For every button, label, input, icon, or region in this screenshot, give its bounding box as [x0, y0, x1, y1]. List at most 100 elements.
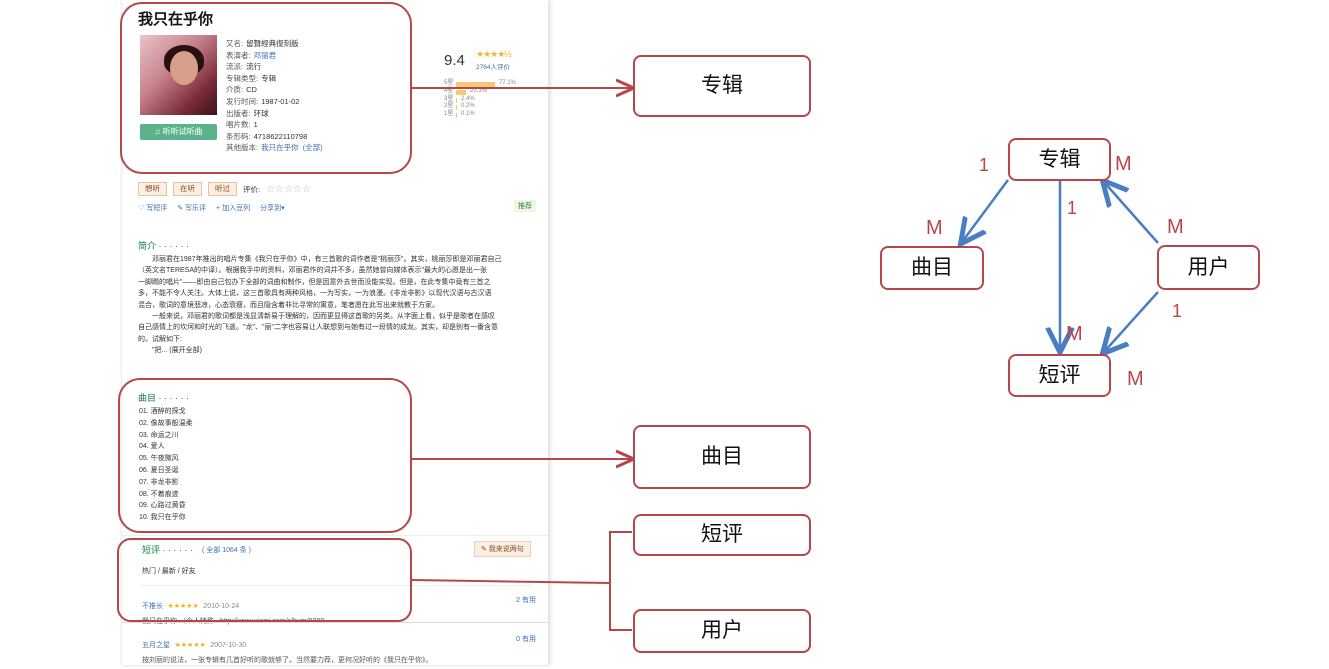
- rating-row-label: 2星: [444, 103, 454, 110]
- listen-button[interactable]: ♫ 听听试听曲: [140, 124, 217, 140]
- cardinality-label: M: [1127, 368, 1144, 390]
- intro-text: 邓丽君在1987年推出的唱片专集《我只在乎你》中，有三首歌的词作者是"桃丽莎"。…: [138, 254, 538, 357]
- intro-line: 一脚踢的唱片"——即由自己包办下全部的词曲和制作，但是因意外去世而没能实现。但是…: [138, 278, 491, 286]
- intro-line: 多，不能不令人关注。大体上说，这三首歌具有两种风格，一为写实，一为浪漫。《非龙非…: [138, 290, 492, 298]
- info-value: 留聲經典復刻版: [246, 39, 299, 48]
- info-key: 表演者:: [226, 50, 251, 60]
- cardinality-label: 1: [1067, 198, 1078, 218]
- rating-bar: [456, 105, 457, 111]
- album-title: 我只在乎你: [138, 11, 214, 28]
- album-page-screenshot: 我只在乎你 ♫ 听听试听曲 又名:留聲經典復刻版表演者:邓丽君流派:流行专辑类型…: [122, 0, 548, 665]
- divider: [122, 535, 548, 536]
- share-link[interactable]: 分享到▾: [260, 205, 285, 212]
- link-row: ♡ 写短评 ✎ 写乐评 + 加入豆列 分享到▾: [138, 203, 285, 213]
- short-count[interactable]: ( 全部 1064 条 ): [202, 547, 252, 554]
- track-item: 02. 像故事般温柔: [139, 419, 193, 427]
- info-extra-link[interactable]: (全部): [302, 143, 323, 153]
- rating-votes[interactable]: 2764人评价: [476, 64, 510, 71]
- rating-bar: [456, 97, 457, 103]
- user-to-album-arrow: [1104, 182, 1159, 244]
- info-key: 又名:: [226, 39, 244, 48]
- rating-bar: [456, 89, 466, 95]
- comment-date: 2007-10-30: [210, 642, 247, 649]
- info-row: 表演者:邓丽君: [226, 50, 323, 62]
- info-value: 环球: [253, 108, 269, 118]
- info-key: 介质:: [226, 85, 244, 95]
- comment-stars: ★★★★★: [167, 603, 199, 610]
- info-row: 又名:留聲經典復刻版: [226, 38, 323, 50]
- er-short-box: 短评: [1008, 354, 1111, 397]
- info-value: 专辑: [261, 73, 277, 83]
- info-value[interactable]: 邓丽君: [253, 50, 277, 60]
- info-row: 其他版本:我只在乎你(全部): [226, 142, 323, 154]
- info-value: CD: [246, 85, 257, 95]
- cardinality-label: 1: [979, 155, 990, 175]
- comment-useful[interactable]: 2 有用: [516, 597, 536, 604]
- rating-pct: 2.4%: [461, 95, 475, 102]
- rating-bar: [456, 82, 495, 87]
- rating-row-label: 1星: [444, 111, 454, 118]
- info-key: 发行时间:: [226, 96, 259, 106]
- info-value: 1: [253, 120, 258, 130]
- comment-user[interactable]: 不推长: [142, 603, 163, 610]
- info-value: 1987-01-02: [261, 96, 300, 106]
- track-item: 10. 我只在乎你: [139, 514, 186, 522]
- info-value: 4718622110798: [253, 131, 308, 141]
- album-highlight: [120, 2, 412, 174]
- want-listen-button[interactable]: 想听: [138, 182, 167, 196]
- comment-stars: ★★★★★: [174, 642, 206, 649]
- rating-row-label: 3星: [444, 95, 454, 102]
- short-title: 短评 · · · · · ·: [142, 545, 193, 555]
- rating-pct: 0.2%: [461, 103, 475, 110]
- rating-row-label: 4星: [444, 87, 454, 94]
- info-key: 其他版本:: [226, 143, 259, 153]
- rating-pct: 0.1%: [461, 111, 475, 118]
- short-tabs[interactable]: 热门 / 最新 / 好友: [142, 568, 196, 575]
- info-row: 介质:CD: [226, 84, 323, 96]
- intro-line: "把... (展开全部): [152, 347, 202, 355]
- comment-item: 五月之星 ★★★★★ 2007-10-30 0 有用 按刘丽的说法，一张专辑有几…: [142, 634, 536, 665]
- track-item: 03. 命运之川: [139, 431, 179, 439]
- rate-stars[interactable]: ☆☆☆☆☆: [266, 183, 311, 195]
- track-item: 05. 午夜微风: [139, 455, 179, 463]
- tracks-title: 曲目 · · · · · ·: [138, 393, 189, 403]
- user-callout: 用户: [633, 609, 811, 653]
- listening-button[interactable]: 在听: [173, 182, 202, 196]
- er-album-box: 专辑: [1008, 138, 1111, 181]
- track-item: 06. 夏日圣诞: [139, 466, 179, 474]
- short-highlight: [117, 538, 412, 622]
- info-row: 条形码:4718622110798: [226, 131, 323, 143]
- divider: [140, 585, 532, 586]
- write-short-link[interactable]: ♡ 写短评: [138, 205, 168, 212]
- divider: [122, 622, 548, 623]
- comment-user[interactable]: 五月之星: [142, 642, 170, 649]
- rating-pct: 77.1%: [499, 80, 517, 86]
- comment-useful[interactable]: 0 有用: [516, 636, 536, 643]
- intro-line: （英文名TERESA的中译）。根据我手中的资料，邓丽君作的词并不多，虽然她曾向媒…: [138, 267, 487, 275]
- intro-line: 混合，歌词的意境悲凉，心态衰瘦，而且隐含着非比寻常的寓意，笔者愿在此写出来就教于…: [138, 301, 439, 309]
- intro-line: 自己感情上的坎坷和时光的飞逝。"龙"、"丽"二字也容易让人联想到与她有过一段情的…: [138, 324, 498, 332]
- info-key: 唱片数:: [226, 120, 251, 130]
- album-callout: 专辑: [633, 55, 811, 117]
- info-value[interactable]: 我只在乎你: [261, 143, 299, 153]
- write-comment-button[interactable]: ✎ 我来说两句: [474, 541, 531, 557]
- short-user-bracket: [609, 531, 632, 631]
- track-item: 09. 心路过黄昏: [139, 502, 186, 510]
- comment-date: 2010-10-24: [203, 603, 240, 610]
- rating-pct: 20.3%: [470, 87, 488, 94]
- add-list-link[interactable]: + 加入豆列: [216, 205, 251, 212]
- info-value: 流行: [246, 62, 262, 72]
- recommend-button[interactable]: 推荐: [514, 200, 536, 212]
- info-row: 专辑类型:专辑: [226, 73, 323, 85]
- listened-button[interactable]: 听过: [208, 182, 237, 196]
- rating-score: 9.4: [444, 52, 465, 69]
- rating-row: 4星 20.3%: [444, 87, 487, 96]
- write-review-link[interactable]: ✎ 写乐评: [177, 205, 207, 212]
- er-user-box: 用户: [1157, 245, 1260, 290]
- info-key: 专辑类型:: [226, 73, 259, 83]
- rating-row: 2星 0.2%: [444, 103, 475, 111]
